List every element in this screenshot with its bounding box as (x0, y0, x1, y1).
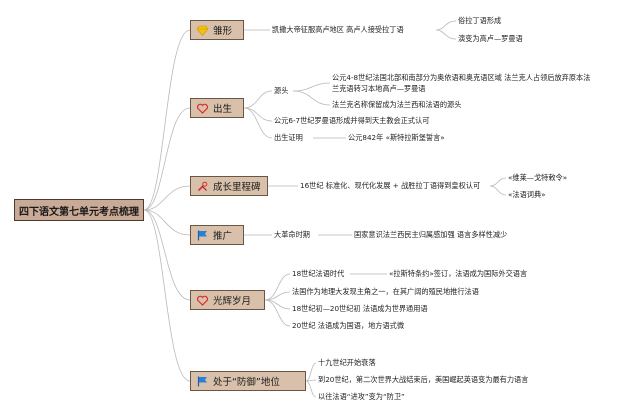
branch-milestones[interactable]: 成长里程碑 (190, 176, 268, 196)
branch-label: 推广 (213, 231, 233, 242)
b1-text: 凯撒大帝征服高卢地区 高卢人接受拉丁语 (272, 25, 404, 34)
b6-item-3: 以往法语“进攻”变为“防卫” (318, 392, 405, 401)
b5-item-3: 18世纪初—20世纪初 法语成为世界通用语 (292, 304, 428, 313)
b5-item-2: 法国作为地理大发现主角之一，在其广阔的殖民地推行法语 (292, 287, 479, 296)
b2-source-1-line1: 公元4-8世纪法国北部和南部分为奥依语和奥克语区域 法兰克人占领后放弃原本法 (332, 73, 591, 82)
branch-prototype[interactable]: 雏形 (190, 20, 244, 40)
flag-icon (197, 230, 208, 241)
b3-text: 16世纪 标准化、现代化发展 + 战胜拉丁语得到皇权认可 (300, 181, 481, 190)
b1-sub-2: 演变为高卢—罗曼语 (458, 34, 523, 43)
branch-label: 处于“防御”地位 (213, 377, 280, 388)
root-title: 四下语文第七单元考点梳理 (19, 206, 139, 218)
branch-birth[interactable]: 出生 (190, 98, 244, 118)
branch-defense[interactable]: 处于“防御”地位 (190, 371, 306, 391)
b5-item-1-label: 18世纪法语时代 (292, 269, 345, 278)
b5-item-4: 20世纪 法语成为国语，地方语式微 (292, 321, 405, 330)
b6-item-1: 十九世纪开始衰落 (318, 358, 376, 367)
branch-label: 光辉岁月 (213, 296, 252, 307)
b5-item-1-value: «拉斯特条约»签订，法语成为国际外交语言 (389, 269, 528, 278)
branch-promotion[interactable]: 推广 (190, 225, 244, 245)
b2-source-label: 源头 (274, 86, 289, 95)
branch-label: 成长里程碑 (213, 182, 261, 193)
root-node: 四下语文第七单元考点梳理 (14, 199, 144, 221)
branch-label: 出生 (213, 104, 233, 115)
heart-icon (197, 295, 208, 306)
flag-icon (197, 376, 208, 387)
b6-item-2: 到20世纪，第二次世界大战结束后，美国崛起英语变为最有力语言 (318, 375, 529, 384)
b2-item-2: 公元6-7世纪罗曼语形成并得到天主教会正式认可 (274, 116, 430, 125)
b2-item-3-label: 出生证明 (274, 133, 303, 142)
b1-sub-1: 俗拉丁语形成 (458, 16, 502, 25)
b2-source-1-line2: 兰克语转习本地高卢—罗曼语 (332, 84, 426, 93)
diamond-icon (197, 25, 208, 36)
heart-icon (197, 103, 208, 114)
tools-icon (197, 181, 208, 192)
b2-item-3-value: 公元842年 «斯特拉斯堡誓言» (348, 133, 445, 142)
b3-sub-2: «法语词典» (508, 190, 546, 199)
b4-text: 大革命时期 (274, 230, 310, 239)
branch-label: 雏形 (213, 26, 233, 37)
branch-glory-years[interactable]: 光辉岁月 (190, 290, 265, 310)
b4-sub: 国家意识法兰西民主归属感加强 语言多样性减少 (354, 230, 508, 239)
b2-source-2: 法兰克名称保留成为法兰西和法语的源头 (332, 100, 462, 109)
b3-sub-1: «维莱—戈特敕令» (508, 173, 568, 182)
